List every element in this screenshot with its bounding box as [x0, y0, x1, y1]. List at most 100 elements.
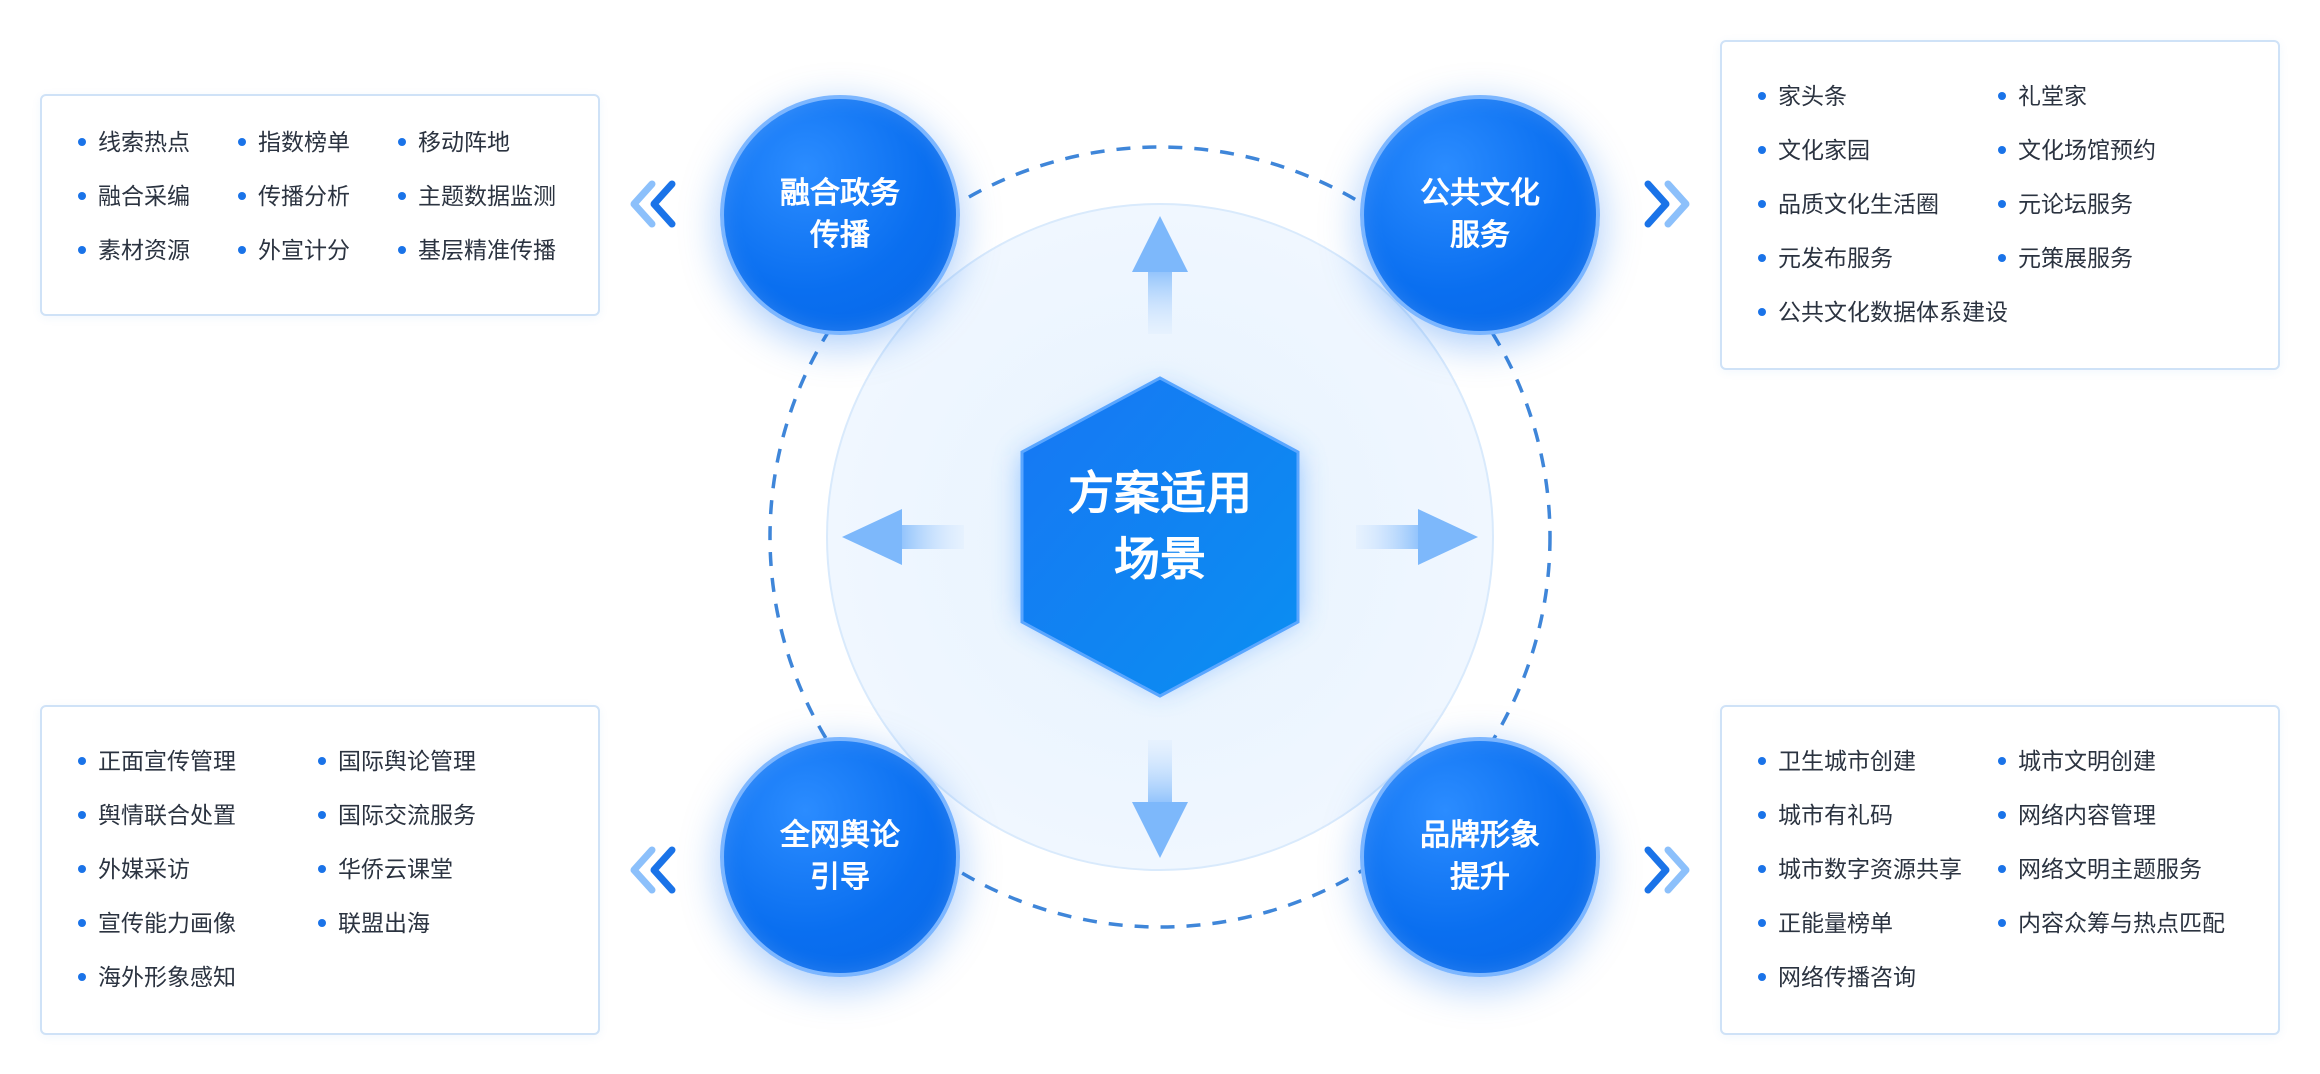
bullet-icon — [318, 810, 326, 819]
list-item: 外媒采访 — [78, 855, 190, 885]
list-item-label: 国际交流服务 — [338, 803, 476, 829]
list-item: 家头条 — [1758, 82, 1847, 112]
list-item: 元策展服务 — [1998, 244, 2133, 274]
list-item-label: 海外形象感知 — [98, 965, 236, 991]
list-item-label: 基层精准传播 — [418, 238, 556, 264]
bullet-icon — [1998, 199, 2006, 208]
bullet-icon — [78, 810, 86, 819]
bullet-icon — [398, 191, 406, 200]
list-item-label: 城市文明创建 — [2018, 749, 2156, 775]
list-item-label: 宣传能力画像 — [98, 911, 236, 937]
bullet-icon — [1758, 918, 1766, 927]
list-item-label: 网络传播咨询 — [1778, 965, 1916, 991]
bullet-icon — [1758, 91, 1766, 100]
list-item: 文化家园 — [1758, 136, 1870, 166]
bullet-icon — [1758, 756, 1766, 765]
list-item-label: 内容众筹与热点匹配 — [2018, 911, 2225, 937]
list-item: 外宣计分 — [238, 236, 350, 266]
list-item: 融合采编 — [78, 182, 190, 212]
bullet-icon — [1758, 810, 1766, 819]
list-item: 宣传能力画像 — [78, 909, 236, 939]
list-item: 网络文明主题服务 — [1998, 855, 2202, 885]
panel-brand-image: 卫生城市创建城市文明创建城市有礼码网络内容管理城市数字资源共享网络文明主题服务正… — [1720, 705, 2280, 1035]
list-item-label: 卫生城市创建 — [1778, 749, 1916, 775]
list-item-label: 元发布服务 — [1778, 246, 1893, 272]
list-item: 文化场馆预约 — [1998, 136, 2156, 166]
list-item: 网络传播咨询 — [1758, 963, 1916, 993]
list-item: 联盟出海 — [318, 909, 430, 939]
list-item: 礼堂家 — [1998, 82, 2087, 112]
bullet-icon — [318, 864, 326, 873]
center-hexagon — [1020, 376, 1300, 698]
node-label: 全网舆论 引导 — [780, 818, 900, 895]
list-item: 网络内容管理 — [1998, 801, 2156, 831]
bullet-icon — [318, 918, 326, 927]
bullet-icon — [1758, 307, 1766, 316]
list-item: 城市文明创建 — [1998, 747, 2156, 777]
double-chevron-left-icon — [630, 180, 676, 228]
list-item-label: 元策展服务 — [2018, 246, 2133, 272]
list-item: 舆情联合处置 — [78, 801, 236, 831]
list-item: 指数榜单 — [238, 128, 350, 158]
list-item-label: 正面宣传管理 — [98, 749, 236, 775]
list-item: 卫生城市创建 — [1758, 747, 1916, 777]
node-label: 公共文化 服务 — [1420, 176, 1540, 253]
bullet-icon — [318, 756, 326, 765]
bullet-icon — [398, 137, 406, 146]
list-item-label: 公共文化数据体系建设 — [1778, 300, 2008, 326]
double-chevron-right-icon — [1644, 180, 1690, 228]
list-item-label: 外媒采访 — [98, 857, 190, 883]
list-item-label: 家头条 — [1778, 84, 1847, 110]
list-item-label: 素材资源 — [98, 238, 190, 264]
list-item-label: 元论坛服务 — [2018, 192, 2133, 218]
list-item: 主题数据监测 — [398, 182, 556, 212]
center-label: 方案适用 场景 — [1068, 466, 1252, 586]
bullet-icon — [1998, 145, 2006, 154]
list-item: 线索热点 — [78, 128, 190, 158]
list-item: 元发布服务 — [1758, 244, 1893, 274]
arrow-left-icon — [842, 509, 964, 565]
bullet-icon — [1758, 199, 1766, 208]
list-item: 基层精准传播 — [398, 236, 556, 266]
dashed-orbit — [768, 145, 1552, 929]
list-item-label: 指数榜单 — [258, 130, 350, 156]
node-label: 融合政务 传播 — [780, 176, 900, 253]
bullet-icon — [1998, 864, 2006, 873]
list-item-label: 城市有礼码 — [1778, 803, 1893, 829]
arrow-right-icon — [1356, 509, 1478, 565]
list-item: 素材资源 — [78, 236, 190, 266]
list-item: 品质文化生活圈 — [1758, 190, 1939, 220]
arrow-up-icon — [1132, 216, 1188, 334]
node-government-communication: 融合政务 传播 — [720, 95, 960, 335]
bullet-icon — [1998, 91, 2006, 100]
list-item: 城市数字资源共享 — [1758, 855, 1962, 885]
list-item: 国际交流服务 — [318, 801, 476, 831]
list-item: 华侨云课堂 — [318, 855, 453, 885]
bullet-icon — [1998, 810, 2006, 819]
list-item: 正面宣传管理 — [78, 747, 236, 777]
list-item-label: 联盟出海 — [338, 911, 430, 937]
bullet-icon — [238, 191, 246, 200]
list-item: 元论坛服务 — [1998, 190, 2133, 220]
bullet-icon — [78, 918, 86, 927]
list-item: 海外形象感知 — [78, 963, 236, 993]
bullet-icon — [1758, 972, 1766, 981]
bullet-icon — [78, 245, 86, 254]
bullet-icon — [1758, 864, 1766, 873]
panel-public-opinion: 正面宣传管理国际舆论管理舆情联合处置国际交流服务外媒采访华侨云课堂宣传能力画像联… — [40, 705, 600, 1035]
list-item-label: 主题数据监测 — [418, 184, 556, 210]
arrow-down-icon — [1132, 740, 1188, 858]
bullet-icon — [1758, 253, 1766, 262]
list-item-label: 品质文化生活圈 — [1778, 192, 1939, 218]
node-brand-image: 品牌形象 提升 — [1360, 737, 1600, 977]
double-chevron-right-icon — [1644, 846, 1690, 894]
list-item-label: 城市数字资源共享 — [1778, 857, 1962, 883]
list-item-label: 华侨云课堂 — [338, 857, 453, 883]
list-item-label: 传播分析 — [258, 184, 350, 210]
list-item-label: 网络文明主题服务 — [2018, 857, 2202, 883]
bullet-icon — [78, 137, 86, 146]
bullet-icon — [1998, 918, 2006, 927]
bullet-icon — [1998, 253, 2006, 262]
